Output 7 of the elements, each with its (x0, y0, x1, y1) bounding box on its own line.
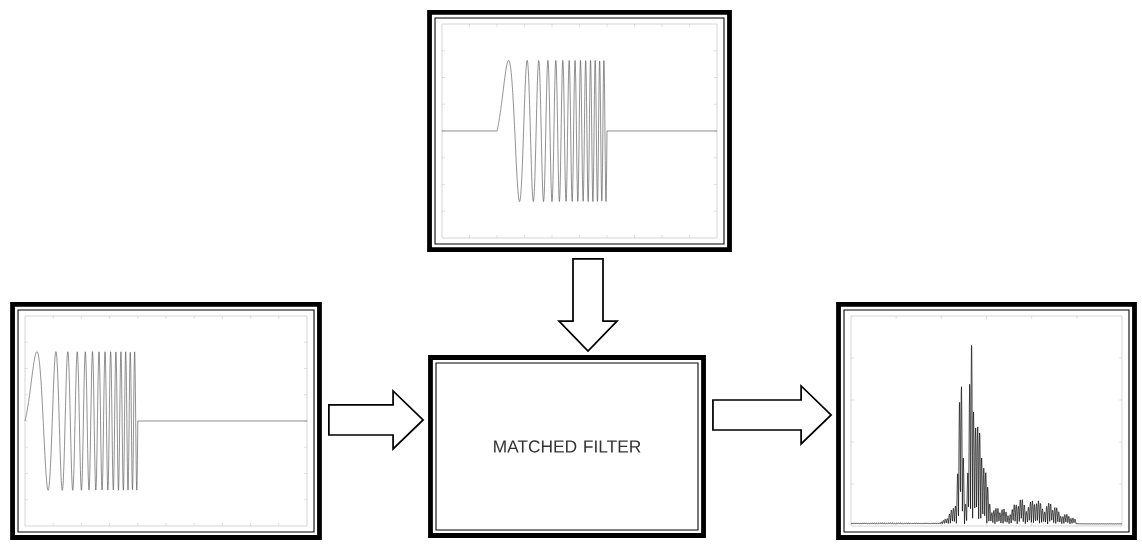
block-arrow (712, 383, 833, 447)
block-arrow (556, 258, 620, 353)
process-box: MATCHED FILTER (428, 355, 706, 538)
signal-plot-drawing (427, 10, 732, 252)
block-arrow (328, 388, 425, 452)
signal-plot-drawing (10, 302, 322, 540)
signal-plot-drawing (836, 302, 1137, 540)
